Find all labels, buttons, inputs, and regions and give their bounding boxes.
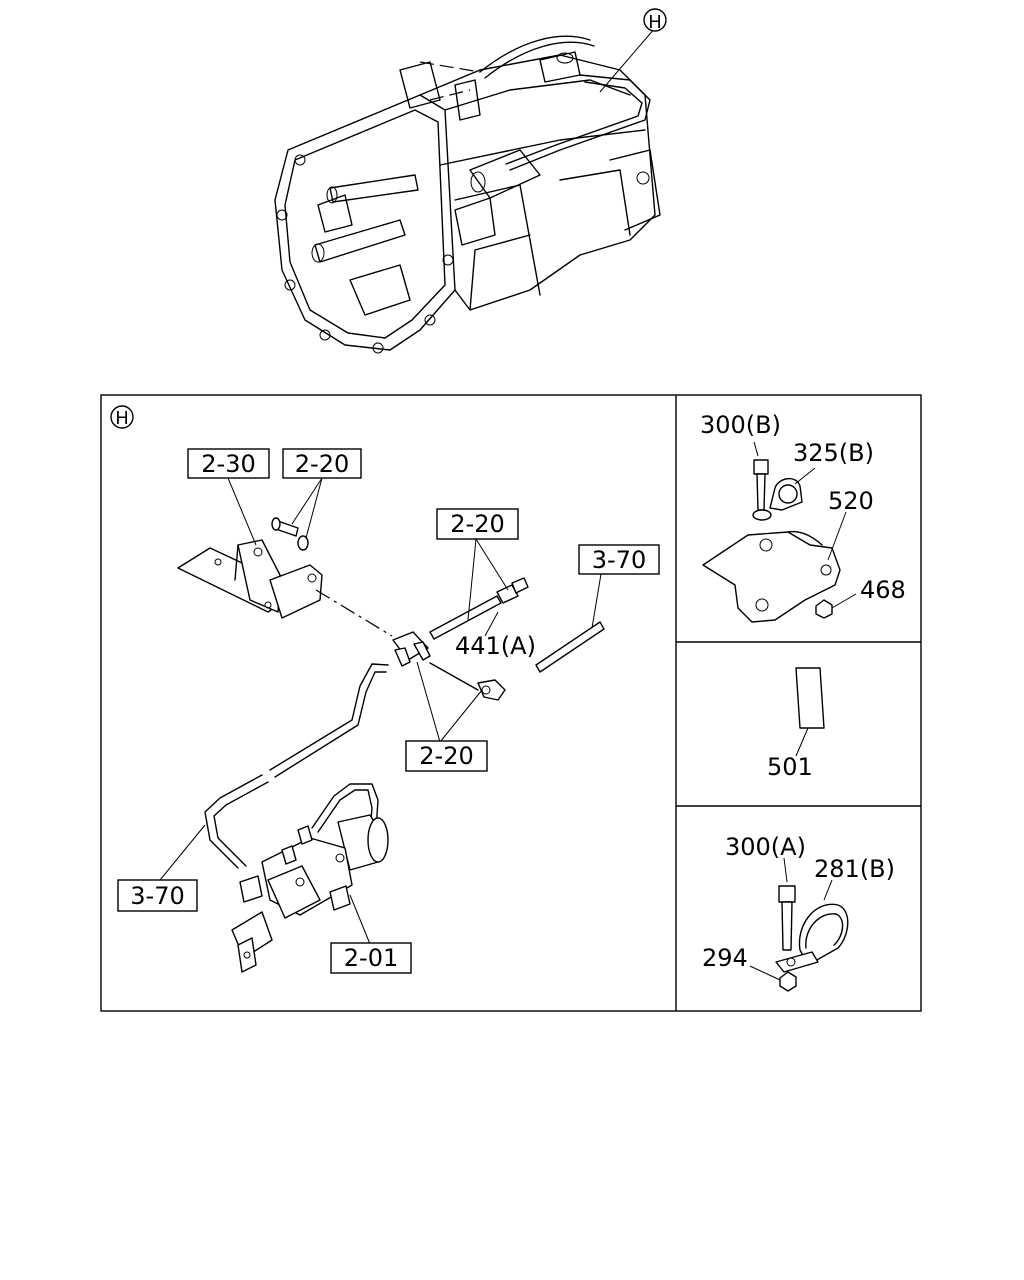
transmission-illustration: H — [274, 8, 667, 354]
label-clip-b: 325(B) — [793, 439, 874, 467]
bracket-520-panel: 300(B) 325(B) 520 468 — [700, 411, 906, 623]
label-pipe-441a: 441(A) — [455, 632, 536, 660]
clip-281-panel: 300(A) 281(B) 294 — [702, 833, 895, 992]
ref-box-bracket: 2-30 — [201, 450, 255, 478]
detail-h-panel: H — [110, 405, 660, 974]
pipe-connector — [496, 577, 529, 604]
label-501-panel: 501 — [767, 667, 825, 781]
callout-letter-top: H — [648, 12, 662, 33]
relay-valve — [231, 814, 389, 973]
label-nut-468: 468 — [860, 576, 906, 604]
label-501: 501 — [767, 753, 813, 781]
ref-box-tee: 2-20 — [419, 742, 473, 770]
label-clip-a: 281(B) — [814, 855, 895, 883]
label-clip-bolt-a: 300(A) — [725, 833, 806, 861]
ref-box-hose-top: 2-20 — [450, 510, 504, 538]
elbow-fitting — [429, 662, 506, 701]
tee-fitting — [392, 631, 431, 667]
ref-box-pipe-left: 3-70 — [130, 882, 184, 910]
callout-letter-detail: H — [115, 408, 129, 429]
ref-box-valve: 2-01 — [344, 944, 398, 972]
detail-frame — [100, 394, 922, 1012]
bolt-and-washer — [271, 517, 309, 551]
ref-box-bolt: 2-20 — [295, 450, 349, 478]
label-bracket-520: 520 — [828, 487, 874, 515]
ref-box-pipe-right: 3-70 — [592, 546, 646, 574]
label-clip-bolt-b: 300(B) — [700, 411, 781, 439]
mounting-bracket — [177, 539, 323, 619]
label-nut-294: 294 — [702, 944, 748, 972]
